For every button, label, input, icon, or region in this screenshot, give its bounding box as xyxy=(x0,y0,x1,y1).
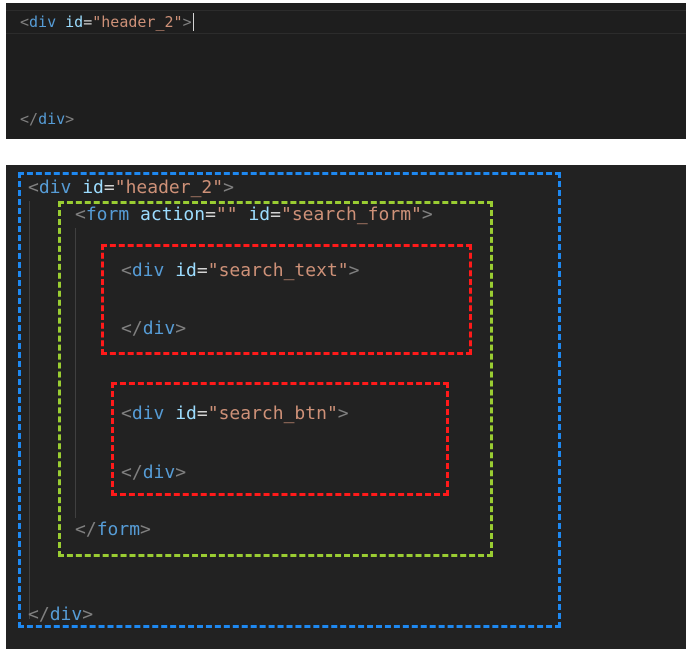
code-editor-top[interactable]: <div id="header_2"> </div> xyxy=(6,3,686,139)
attr-name: id xyxy=(175,403,197,424)
attr-value: "search_form" xyxy=(280,204,422,225)
current-line-highlight xyxy=(6,10,686,34)
tag-name: div xyxy=(38,110,66,128)
attr-name: id xyxy=(248,204,271,225)
search-text-outline xyxy=(101,244,472,355)
equals-sign: = xyxy=(270,204,281,225)
tag-name: div xyxy=(49,604,83,625)
equals-sign: = xyxy=(83,13,93,31)
equals-sign: = xyxy=(205,204,216,225)
code-line-form-close[interactable]: </form> xyxy=(75,518,151,542)
close-angle: > xyxy=(65,110,75,128)
tag-name: div xyxy=(131,260,165,281)
close-angle: > xyxy=(140,519,151,540)
search-form-outline xyxy=(58,201,493,557)
attr-name: id xyxy=(82,177,104,198)
code-line-header-open[interactable]: <div id="header_2"> xyxy=(20,12,194,32)
equals-sign: = xyxy=(196,260,208,281)
code-line-search-btn-open[interactable]: <div id="search_btn"> xyxy=(121,402,349,426)
tag-name: div xyxy=(29,13,57,31)
attr-value: "header_2" xyxy=(114,177,224,198)
close-angle: > xyxy=(82,604,94,625)
open-angle: </ xyxy=(28,604,50,625)
equals-sign: = xyxy=(196,403,208,424)
search-btn-outline xyxy=(111,382,449,496)
attr-value: "header_2" xyxy=(92,13,183,31)
attr-value: "search_text" xyxy=(207,260,349,281)
tag-name: div xyxy=(142,462,176,483)
close-angle: > xyxy=(182,13,192,31)
close-angle: > xyxy=(175,462,187,483)
attr-name: id xyxy=(175,260,197,281)
close-angle: > xyxy=(348,260,360,281)
indent-guide-level-1 xyxy=(29,201,30,619)
close-angle: > xyxy=(175,318,187,339)
open-angle: < xyxy=(121,260,132,281)
open-angle: </ xyxy=(121,318,143,339)
attr-value: "search_btn" xyxy=(207,403,338,424)
open-angle: </ xyxy=(20,110,39,128)
close-angle: > xyxy=(223,177,234,198)
equals-sign: = xyxy=(103,177,115,198)
code-line-search-text-close[interactable]: </div> xyxy=(121,317,186,341)
code-editor-bottom[interactable]: <div id="header_2"> <form action="" id="… xyxy=(6,165,686,649)
open-angle: < xyxy=(28,177,39,198)
tag-name: form xyxy=(85,204,130,225)
open-angle: < xyxy=(121,403,132,424)
text-caret xyxy=(192,13,194,31)
tag-name: div xyxy=(38,177,72,198)
code-line-header-close[interactable]: </div> xyxy=(28,603,93,627)
attr-name: id xyxy=(65,13,84,31)
open-angle: </ xyxy=(121,462,143,483)
attr-name: action xyxy=(140,204,206,225)
open-angle: </ xyxy=(75,519,97,540)
attr-value: "" xyxy=(215,204,238,225)
close-angle: > xyxy=(421,204,433,225)
indent-guide-level-2 xyxy=(75,228,76,518)
code-line-form-open[interactable]: <form action="" id="search_form"> xyxy=(75,203,433,227)
close-angle: > xyxy=(337,403,349,424)
code-line-search-text-open[interactable]: <div id="search_text"> xyxy=(121,259,359,283)
code-line-header-close[interactable]: </div> xyxy=(20,109,74,129)
header-div-outline xyxy=(18,172,561,628)
open-angle: < xyxy=(20,13,30,31)
tag-name: form xyxy=(96,519,141,540)
tag-name: div xyxy=(131,403,165,424)
tag-name: div xyxy=(142,318,176,339)
open-angle: < xyxy=(75,204,86,225)
code-line-header-open[interactable]: <div id="header_2"> xyxy=(28,176,234,200)
code-line-search-btn-close[interactable]: </div> xyxy=(121,461,186,485)
